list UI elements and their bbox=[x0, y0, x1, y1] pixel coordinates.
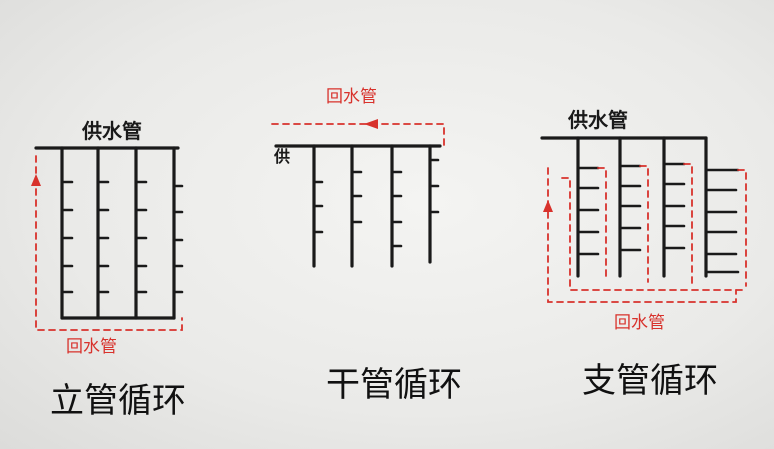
return-flow-arrow bbox=[543, 200, 553, 212]
diagram-main-circulation: 回水管 供 干管循环 bbox=[271, 87, 462, 405]
supply-pipe-label: 供水管 bbox=[81, 119, 142, 143]
caption-riser: 立管循环 bbox=[50, 381, 186, 421]
diagram-riser-circulation: 供水管 回水管 立管循环 bbox=[31, 119, 186, 421]
branch-taps bbox=[576, 162, 740, 274]
return-line bbox=[35, 155, 183, 331]
supply-pipe-label: 供 bbox=[273, 147, 290, 166]
return-pipe-label: 回水管 bbox=[614, 313, 665, 333]
supply-pipe-label: 供水管 bbox=[567, 108, 628, 132]
return-line bbox=[547, 167, 737, 303]
return-pipe-label: 回水管 bbox=[326, 87, 377, 107]
branch-taps bbox=[312, 158, 440, 248]
caption-main: 干管循环 bbox=[326, 365, 462, 405]
branch-return-loops bbox=[561, 163, 747, 291]
return-flow-arrow bbox=[31, 174, 41, 186]
return-line bbox=[271, 123, 445, 147]
diagram-branch-circulation: 供水管 回水管 支管循环 bbox=[540, 108, 747, 401]
return-flow-arrow bbox=[364, 119, 378, 129]
return-pipe-label: 回水管 bbox=[66, 337, 117, 357]
branch-taps bbox=[60, 180, 184, 294]
caption-branch: 支管循环 bbox=[582, 361, 718, 401]
